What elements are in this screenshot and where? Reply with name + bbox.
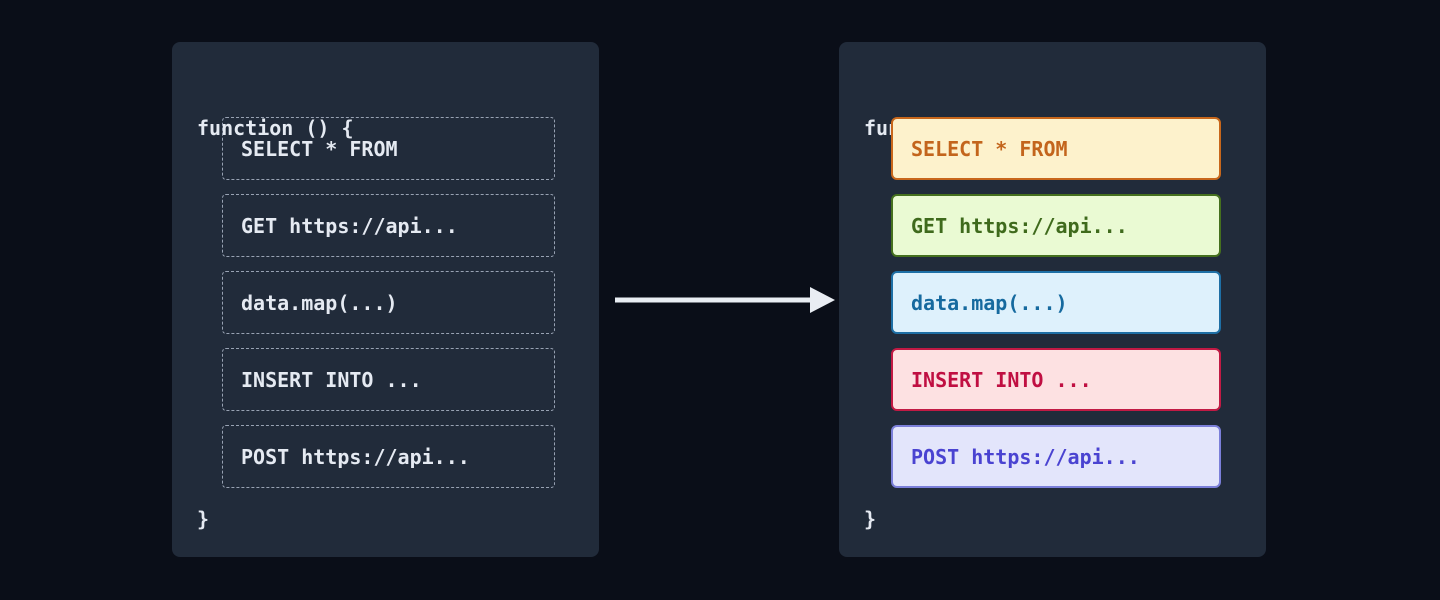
transform-arrow-icon — [610, 285, 835, 315]
untyped-code-block-list: SELECT * FROM GET https://api... data.map(… — [222, 117, 555, 502]
code-block-label: INSERT INTO ... — [241, 367, 422, 392]
code-block: SELECT * FROM — [222, 117, 555, 180]
code-block: data.map(...) — [222, 271, 555, 334]
code-block-label: GET https://api... — [911, 213, 1128, 238]
code-block-label: SELECT * FROM — [241, 136, 398, 161]
code-block: GET https://api... — [891, 194, 1221, 257]
function-signature: function () { — [197, 116, 354, 140]
code-block-label: INSERT INTO ... — [911, 367, 1092, 392]
code-block: INSERT INTO ... — [222, 348, 555, 411]
typed-code-block-list: SELECT * FROM GET https://api... data.map(… — [891, 117, 1221, 502]
code-block: data.map(...) — [891, 271, 1221, 334]
code-block: POST https://api... — [222, 425, 555, 488]
code-block: GET https://api... — [222, 194, 555, 257]
untyped-code-panel: function () { SELECT * FROM GET https://a… — [172, 42, 599, 557]
code-block: POST https://api... — [891, 425, 1221, 488]
code-block-label: data.map(...) — [911, 290, 1068, 315]
closing-brace: } — [864, 507, 877, 531]
closing-brace: } — [197, 507, 210, 531]
code-block-label: POST https://api... — [911, 444, 1140, 469]
code-block-label: data.map(...) — [241, 290, 398, 315]
code-block-label: POST https://api... — [241, 444, 470, 469]
code-block: INSERT INTO ... — [891, 348, 1221, 411]
code-block-label: SELECT * FROM — [911, 136, 1068, 161]
code-block-label: GET https://api... — [241, 213, 458, 238]
code-block: SELECT * FROM — [891, 117, 1221, 180]
